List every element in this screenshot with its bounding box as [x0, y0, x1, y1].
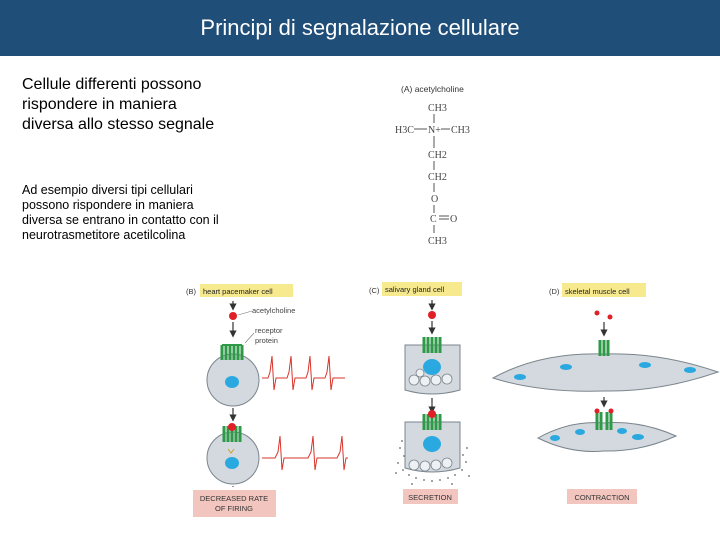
atom-ch2-1: CH2 — [428, 150, 447, 161]
secretory-vesicles — [408, 368, 453, 387]
atom-carbonyl-c: C — [430, 214, 437, 225]
acetylcholine-bound — [594, 408, 600, 414]
acetylcholine-ligand — [607, 314, 613, 320]
nucleus — [225, 457, 239, 469]
lead-text: Cellule differenti possono rispondere in… — [22, 76, 215, 133]
secretion-dots — [395, 440, 470, 485]
panel-b-title: heart pacemaker cell — [203, 287, 273, 296]
panel-d-title: skeletal muscle cell — [565, 287, 630, 296]
panel-b: (B) heart pacemaker cell acetylcholine r… — [186, 284, 348, 517]
receptor-protein — [422, 414, 442, 430]
nucleus — [423, 359, 441, 375]
nucleus — [423, 436, 441, 452]
panel-b-title-highlight — [200, 284, 293, 297]
result-b-line-2: OF FIRING — [215, 504, 253, 513]
slide-title: Principi di segnalazione cellulare — [0, 0, 720, 56]
result-c: SECRETION — [408, 493, 452, 502]
panel-d: (D) skeletal muscle cell CONTRACTION — [491, 283, 720, 504]
acetylcholine-bound — [428, 410, 436, 418]
receptor-label-1: receptor — [255, 326, 283, 335]
result-d: CONTRACTION — [575, 493, 630, 502]
atom-right-methyl: CH3 — [451, 125, 470, 136]
muscle-cell-relaxed — [491, 353, 720, 392]
result-box-b — [193, 490, 276, 517]
acetylcholine-label: acetylcholine — [252, 306, 295, 315]
muscle-nuclei — [550, 428, 644, 441]
acetylcholine-structure: (A) acetylcholine CH3 H3C N+ CH3 CH2 CH2… — [395, 84, 470, 247]
receptor-label-2: protein — [255, 336, 278, 345]
panel-c: (C) salivary gland cell SECRETION — [369, 282, 470, 504]
receptor-protein — [222, 426, 242, 442]
acetylcholine-ligand — [428, 311, 436, 319]
muscle-cell-contracted — [536, 422, 678, 452]
nucleus — [225, 376, 239, 388]
acetylcholine-bound — [228, 423, 236, 431]
atom-nitrogen: N+ — [428, 125, 441, 136]
receptor-protein — [220, 345, 244, 360]
secretory-vesicles — [408, 457, 453, 472]
panel-c-title-highlight — [382, 282, 462, 296]
panel-a-label: (A) acetylcholine — [401, 84, 464, 94]
atom-top-methyl: CH3 — [428, 103, 447, 114]
acetylcholine-ligand — [229, 312, 237, 320]
panel-d-letter: (D) — [549, 287, 560, 296]
result-b-line-1: DECREASED RATE — [200, 494, 268, 503]
atom-carbonyl-o: O — [450, 214, 457, 225]
result-box-c — [403, 489, 458, 504]
atom-oxygen-link: O — [431, 194, 438, 205]
panel-b-letter: (B) — [186, 287, 197, 296]
acetylcholine-bound — [608, 408, 614, 414]
receptor-protein — [595, 412, 613, 430]
atom-ch2-2: CH2 — [428, 172, 447, 183]
muscle-nuclei — [514, 362, 696, 380]
receptor-protein — [598, 340, 610, 356]
acetylcholine-ligand — [594, 310, 600, 316]
atom-bottom-methyl: CH3 — [428, 236, 447, 247]
firing-trace-normal — [262, 355, 345, 391]
firing-trace-decreased — [262, 435, 348, 471]
panel-c-title: salivary gland cell — [385, 285, 445, 294]
atom-left-methyl: H3C — [395, 125, 414, 136]
result-box-d — [567, 489, 637, 504]
body-text: Ad esempio diversi tipi cellulari posson… — [22, 183, 219, 242]
panel-d-title-highlight — [562, 283, 646, 297]
panel-c-letter: (C) — [369, 286, 380, 295]
receptor-protein — [422, 337, 442, 353]
